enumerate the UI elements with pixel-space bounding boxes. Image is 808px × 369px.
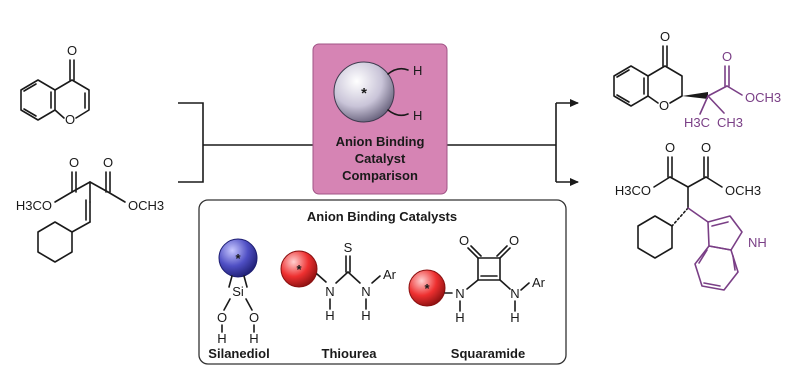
indole-adduct-left-ester: H3CO [615, 183, 651, 198]
chromone-carbonyl-o: O [67, 43, 77, 58]
indole-nh: NH [748, 235, 767, 250]
thiourea-sphere [280, 250, 318, 288]
malonate-right-ester: OCH3 [128, 198, 164, 213]
silanediol-o1: O [217, 310, 227, 325]
thiourea-s: S [344, 240, 353, 255]
center-chiral-star: * [361, 85, 367, 102]
squaramide-o2: O [509, 233, 519, 248]
chromanone-ring-o: O [659, 98, 669, 113]
reactant-malonate: O H3CO O OCH3 [16, 155, 164, 263]
chromanone-ester: OCH3 [745, 90, 781, 105]
center-title-line-2: Catalyst [355, 151, 406, 166]
center-title-line-1: Anion Binding [336, 134, 425, 149]
center-h-bottom: H [413, 108, 422, 123]
chromanone-ester-o: O [722, 49, 732, 64]
center-h-top: H [413, 63, 422, 78]
catalyst-silanediol: * Si O O H H Silanediol [208, 238, 270, 361]
thiourea-label: Thiourea [322, 346, 378, 361]
catalysts-panel: Anion Binding Catalysts * Si O O H H Sil… [198, 199, 567, 365]
thiourea-star: * [296, 262, 302, 277]
silanediol-o2: O [249, 310, 259, 325]
silanediol-h1: H [217, 331, 226, 346]
silanediol-star: * [235, 251, 241, 266]
indole-adduct-right-ester: OCH3 [725, 183, 761, 198]
squaramide-h1: H [455, 310, 464, 325]
thiourea-h1: H [325, 308, 334, 323]
reactant-chromone: O O [20, 43, 90, 127]
catalyst-thiourea: * N H S N H Ar Thiourea [280, 240, 397, 361]
silanediol-sphere [218, 238, 258, 278]
center-catalyst-sphere [333, 61, 395, 123]
center-title-line-3: Comparison [342, 168, 418, 183]
indole-pyrrole-ring [707, 215, 743, 251]
squaramide-n1: N [455, 286, 464, 301]
indole-adduct-right-o: O [701, 140, 711, 155]
squaramide-o1: O [459, 233, 469, 248]
malonate-right-o: O [103, 155, 113, 170]
chromanone-me1: H3C [684, 115, 710, 130]
malonate-left-ester: H3CO [16, 198, 52, 213]
center-catalyst-box: * H H Anion Binding Catalyst Comparison [312, 43, 448, 195]
squaramide-star: * [424, 281, 430, 296]
catalyst-squaramide: * N H O O N H Ar Squaramide [408, 233, 546, 361]
squaramide-sphere [408, 269, 446, 307]
indole-adduct-left-o: O [665, 140, 675, 155]
chromanone-carbonyl-o: O [660, 29, 670, 44]
chromanone-wedge-bond [682, 92, 708, 99]
product-indole-adduct: O H3CO O OCH3 NH [615, 140, 767, 291]
squaramide-ar: Ar [532, 275, 546, 290]
silanediol-label: Silanediol [208, 346, 269, 361]
silanediol-si: Si [232, 284, 244, 299]
chromanone-me2: CH3 [717, 115, 743, 130]
malonate-left-o: O [69, 155, 79, 170]
squaramide-label: Squaramide [451, 346, 525, 361]
chromone-ring-o: O [65, 112, 75, 127]
thiourea-n2: N [361, 284, 370, 299]
silanediol-h2: H [249, 331, 258, 346]
indole-benzo-ring [694, 245, 739, 291]
catalysts-panel-title: Anion Binding Catalysts [307, 209, 457, 224]
product-chromanone: O O O OCH3 H3C CH3 [613, 29, 781, 130]
reaction-lines [178, 99, 579, 186]
catalysts-panel-border [198, 199, 567, 365]
chromone-benzene-ring [20, 79, 56, 121]
malonate-cyclohexyl-ring [37, 221, 73, 263]
squaramide-n2: N [510, 286, 519, 301]
thiourea-n1: N [325, 284, 334, 299]
thiourea-h2: H [361, 308, 370, 323]
squaramide-h2: H [510, 310, 519, 325]
indole-adduct-cyclohexyl-ring [637, 215, 673, 259]
thiourea-ar: Ar [383, 267, 397, 282]
chromanone-benzene-ring [613, 65, 649, 107]
